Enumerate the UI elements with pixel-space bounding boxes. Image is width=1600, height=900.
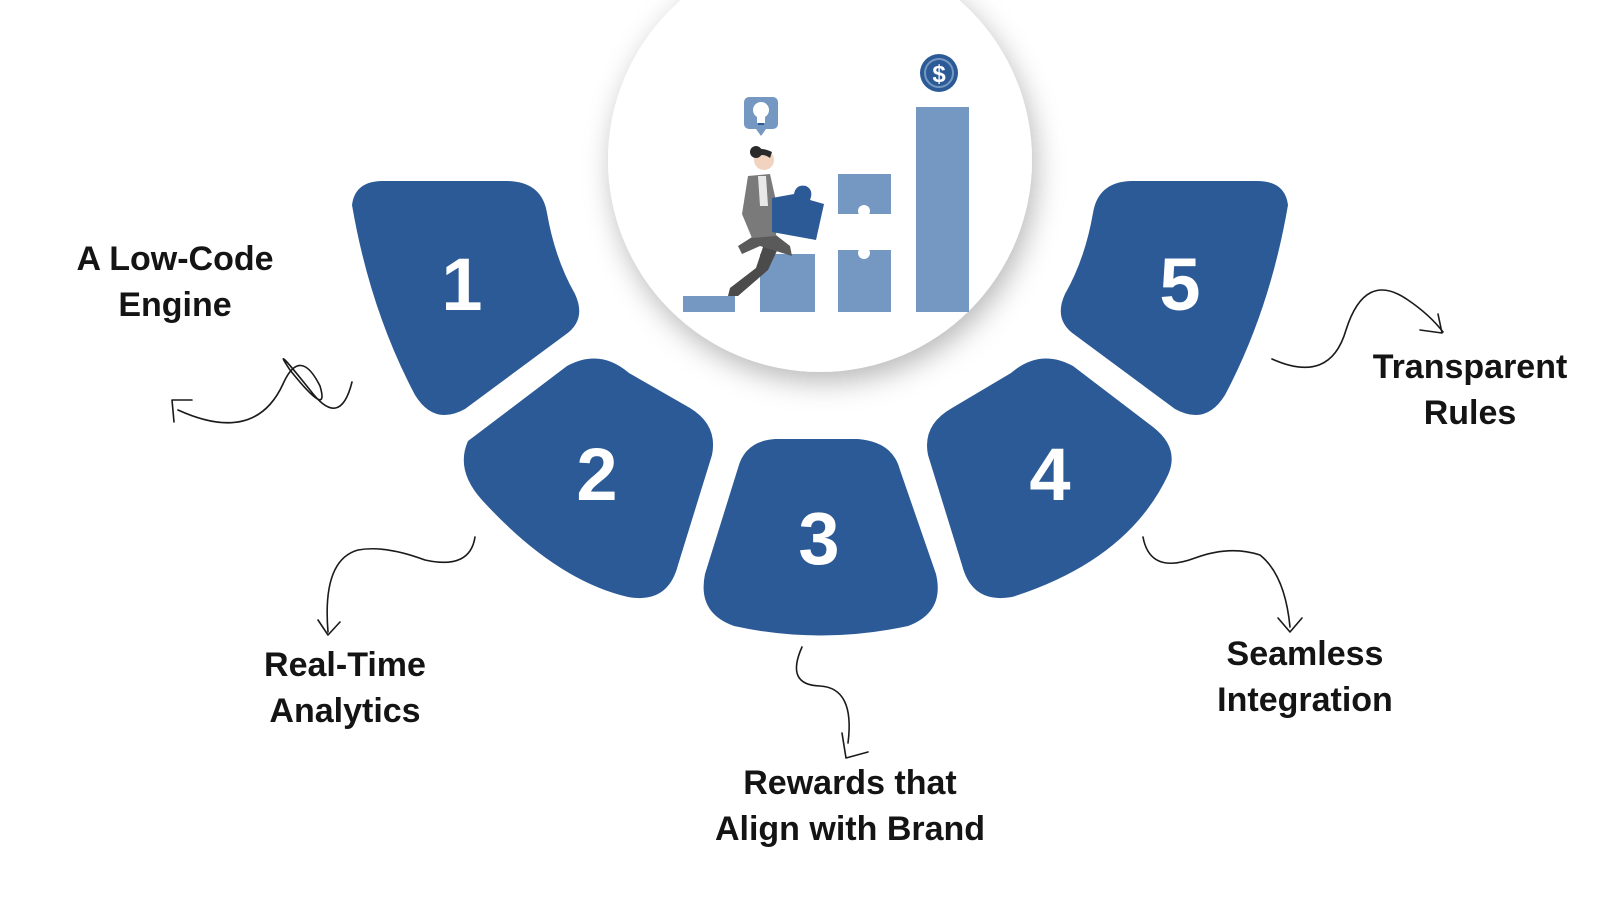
arrow-head-2-icon	[317, 619, 341, 636]
bar-step-1	[683, 296, 735, 312]
step-label-4-line-1: Seamless	[1226, 635, 1384, 673]
puzzle-notch-icon	[858, 247, 870, 259]
segment-1: 1	[352, 181, 580, 416]
step-label-4-line-2: Integration	[1217, 681, 1393, 719]
step-number-2: 2	[576, 433, 617, 516]
step-label-5-line-1: Transparent	[1372, 348, 1568, 386]
step-label-3-line-2: Align with Brand	[714, 810, 986, 848]
segment-2: 2	[463, 358, 714, 599]
step-label-1-line-2: Engine	[118, 286, 232, 324]
arrow-head-3-icon	[841, 732, 869, 759]
segment-shape	[463, 358, 714, 599]
step-label-5: Transparent Rules	[1340, 344, 1600, 436]
arrow-head-5-icon	[1419, 313, 1443, 334]
step-label-3-line-1: Rewards that	[743, 764, 957, 802]
puzzle-piece-icon	[772, 185, 824, 240]
coin-symbol: $	[932, 61, 946, 88]
step-label-3: Rewards that Align with Brand	[700, 760, 1000, 852]
lightbulb-icon	[744, 97, 778, 136]
step-label-1: A Low-Code Engine	[40, 236, 310, 328]
step-label-2-line-1: Real-Time	[264, 646, 426, 684]
step-label-5-line-2: Rules	[1423, 394, 1517, 432]
puzzle-notch-icon	[858, 205, 870, 217]
arrow-2-icon	[326, 536, 476, 633]
segment-shape	[703, 439, 938, 636]
segment-5: 5	[1060, 181, 1288, 416]
bar-gap	[838, 214, 891, 250]
segment-shape	[1060, 181, 1288, 416]
arrow-4-icon	[1142, 536, 1291, 628]
step-number-3: 3	[798, 497, 839, 580]
step-label-2: Real-Time Analytics	[210, 642, 480, 734]
center-illustration: $	[608, 0, 1032, 372]
arrow-head-1-icon	[171, 399, 193, 423]
woman-figure-icon	[728, 146, 792, 296]
step-number-4: 4	[1029, 433, 1070, 516]
arrow-5-icon	[1271, 289, 1444, 368]
step-label-1-line-1: A Low-Code	[76, 240, 274, 278]
step-label-2-line-2: Analytics	[269, 692, 421, 730]
segment-4: 4	[927, 358, 1172, 599]
arrow-1-icon	[177, 358, 353, 424]
segment-3: 3	[703, 439, 938, 636]
arrow-3-icon	[795, 646, 850, 744]
segment-shape	[927, 358, 1172, 599]
step-number-1: 1	[441, 243, 482, 326]
step-label-4: Seamless Integration	[1170, 631, 1440, 723]
step-number-5: 5	[1159, 243, 1200, 326]
dollar-coin-icon: $	[920, 54, 958, 92]
arrow-head-4-icon	[1277, 617, 1303, 633]
segment-shape	[352, 181, 580, 416]
bar-step-4	[916, 107, 969, 312]
